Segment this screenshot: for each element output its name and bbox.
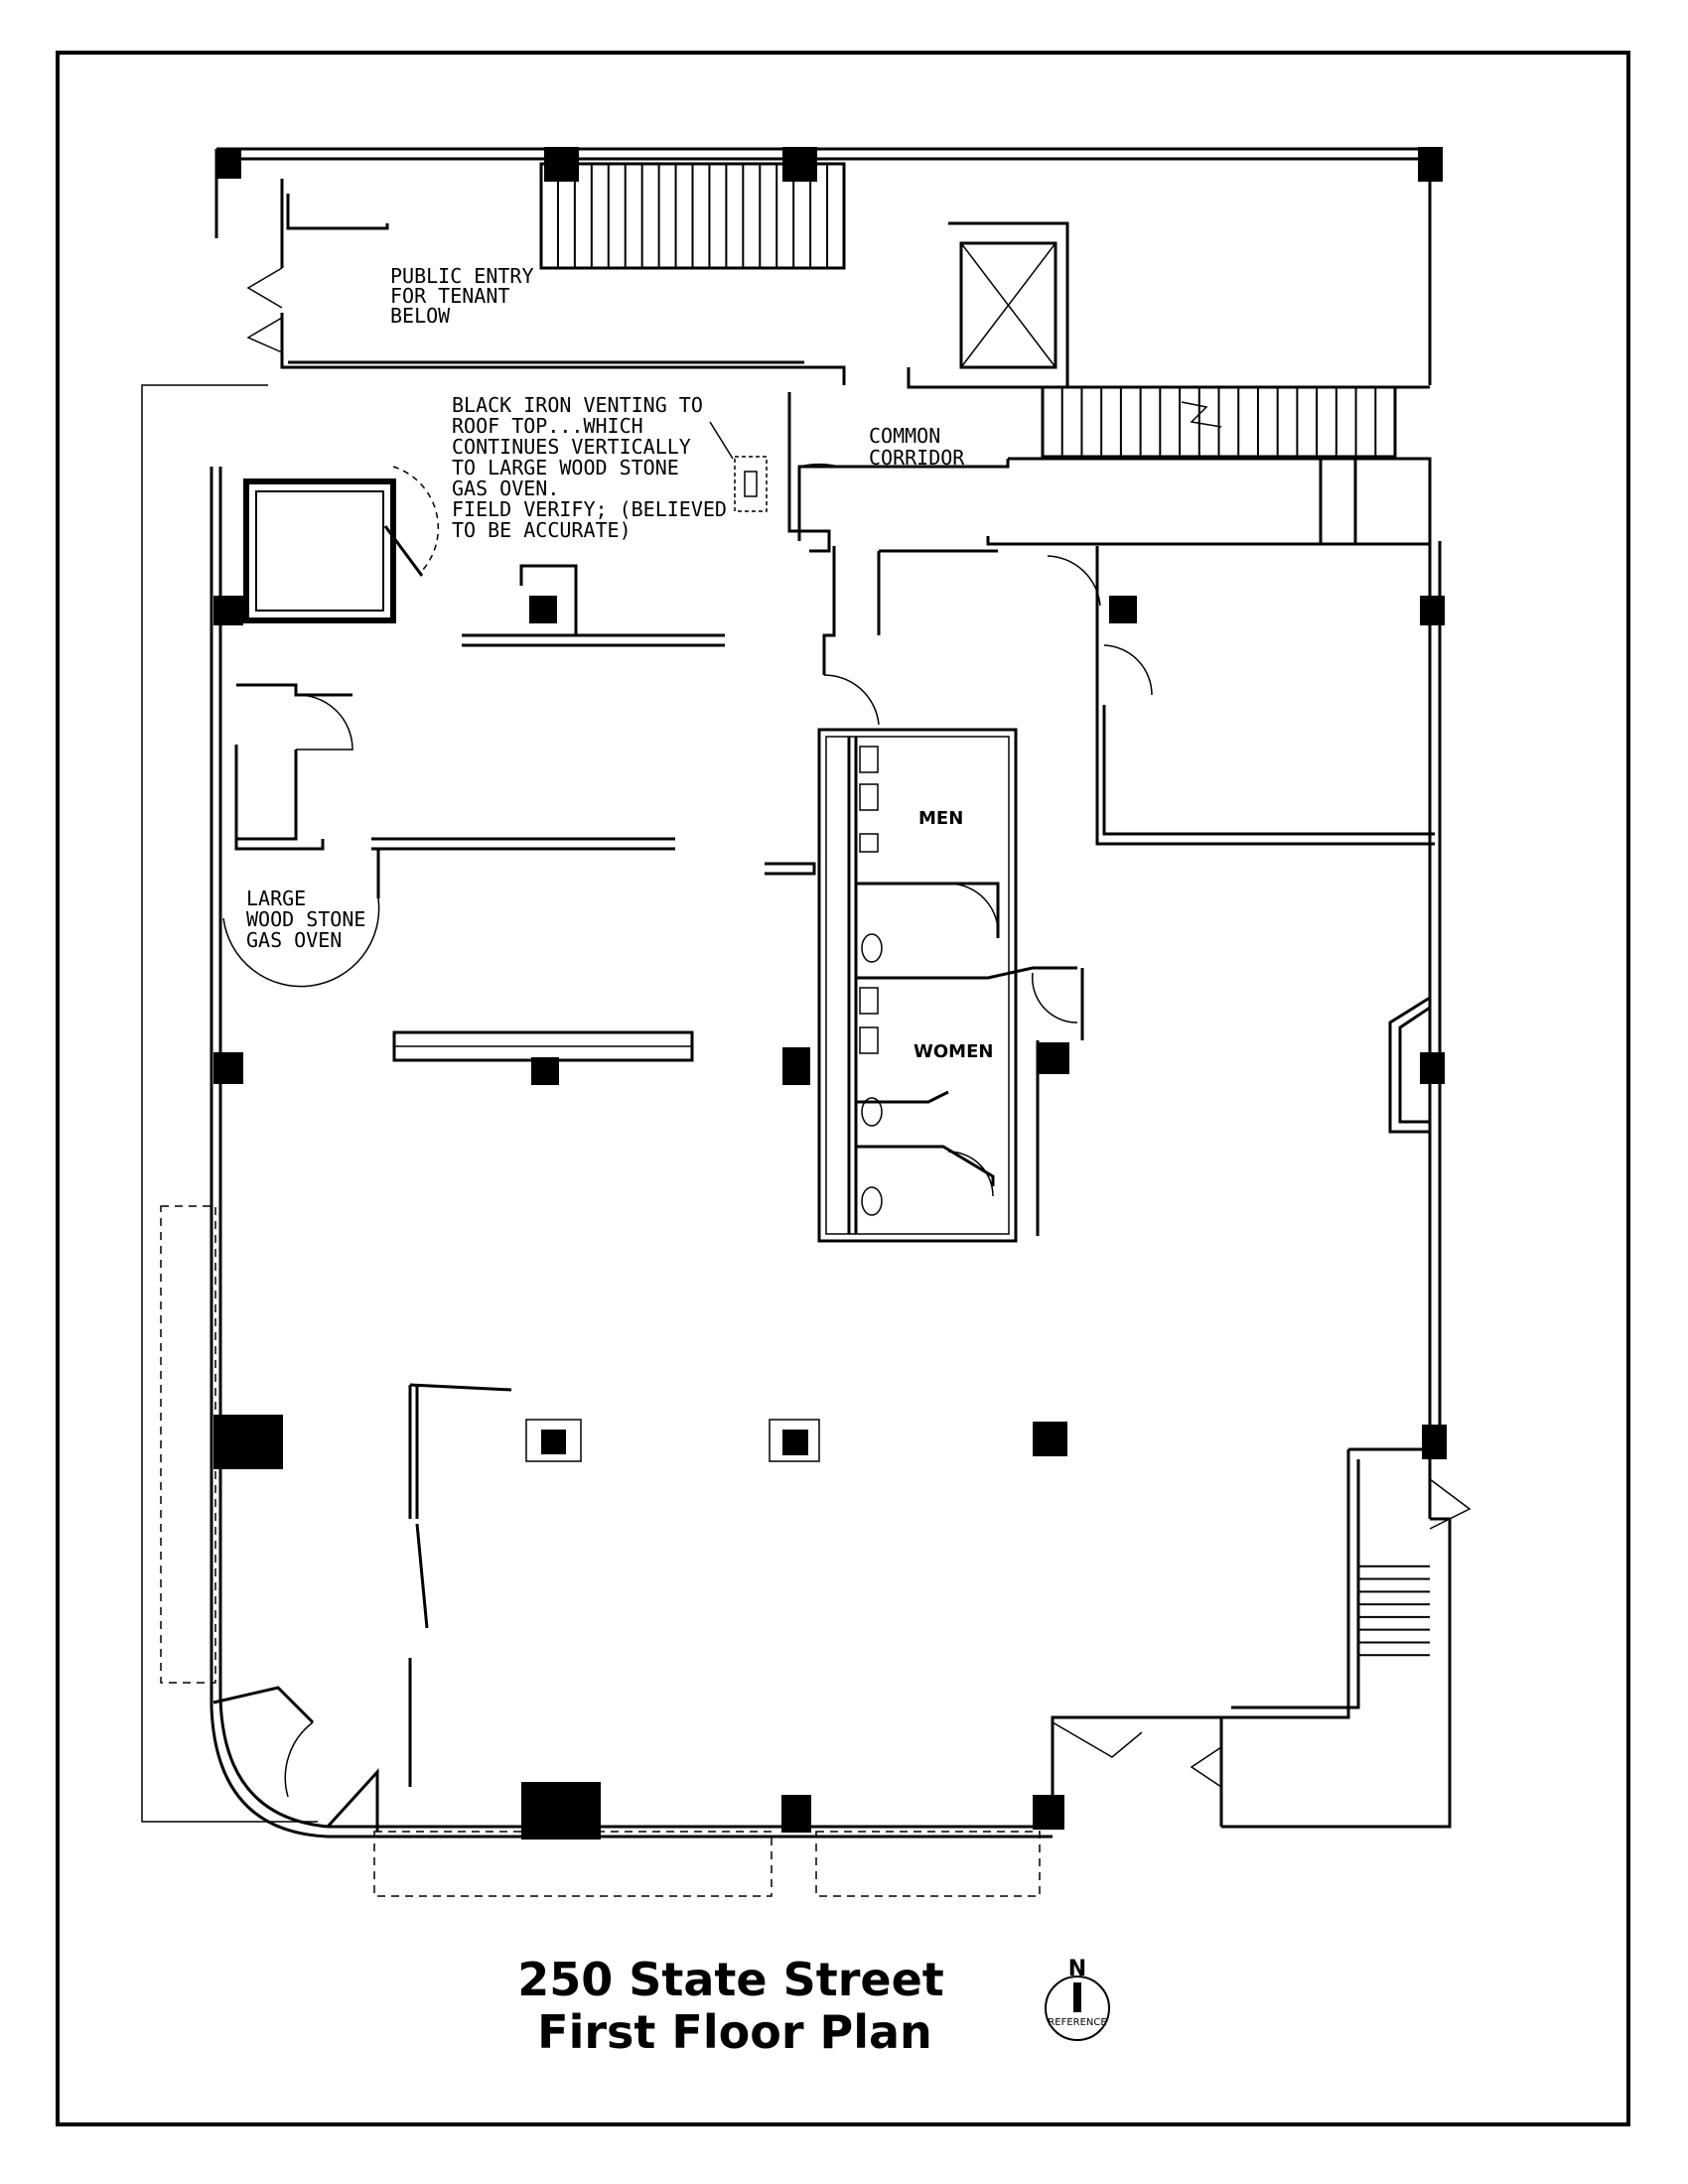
- vent-detail: [709, 421, 768, 512]
- dashed-area-south-1: [373, 1831, 773, 1897]
- plan-title-line2: First Floor Plan: [537, 2005, 932, 2059]
- room-label-women: WOMEN: [914, 1041, 993, 1062]
- oven-room: [243, 466, 440, 623]
- structural-columns: [213, 147, 1447, 1840]
- dashed-area-west: [160, 1205, 216, 1684]
- sheet-border: [56, 51, 1630, 2126]
- north-arrow-letter: N: [1068, 1957, 1086, 1981]
- southwest-entry: [212, 1686, 379, 1832]
- east-bay: [1388, 996, 1431, 1134]
- note-venting: BLACK IRON VENTING TO ROOF TOP...WHICH C…: [452, 393, 739, 542]
- elevator-shaft: [907, 221, 1430, 389]
- note-public-entry: PUBLIC ENTRY FOR TENANT BELOW: [390, 264, 546, 328]
- dashed-area-south-2: [815, 1831, 1041, 1897]
- exterior-walls: [210, 147, 1452, 1839]
- stair-top: [539, 162, 846, 270]
- interior-partitions: [392, 564, 816, 1787]
- interior-walls-left: [222, 683, 675, 988]
- plan-title-line1: 250 State Street: [517, 1953, 944, 2006]
- north-arrow: [1045, 1976, 1110, 2041]
- property-line: [141, 384, 318, 1823]
- entry-area: [246, 179, 846, 385]
- stair-southeast: [1052, 1478, 1472, 1788]
- note-oven: LARGE WOOD STONE GAS OVEN: [246, 887, 377, 952]
- north-arrow-label: REFERENCE: [1048, 2017, 1106, 2028]
- central-corridor: [822, 546, 1435, 846]
- restroom-block: [817, 728, 1084, 1243]
- note-common-corridor: COMMON CORRIDOR: [869, 424, 965, 470]
- room-label-men: MEN: [918, 808, 963, 829]
- corridor-walls: [787, 392, 1432, 553]
- stair-right: [1041, 385, 1397, 459]
